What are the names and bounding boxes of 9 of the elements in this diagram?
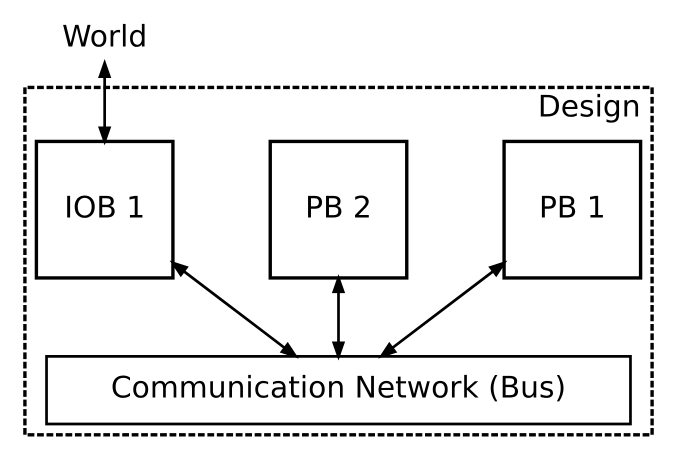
node-text: World: [62, 18, 148, 54]
arrow: [332, 274, 346, 360]
node-box: Communication Network (Bus): [45, 354, 632, 425]
arrow: [378, 260, 508, 358]
arrow: [170, 260, 299, 358]
node-box: IOB 1: [34, 139, 175, 280]
node-box: PB 2: [268, 139, 408, 280]
arrow: [98, 58, 112, 145]
node-box: PB 1: [502, 139, 642, 280]
